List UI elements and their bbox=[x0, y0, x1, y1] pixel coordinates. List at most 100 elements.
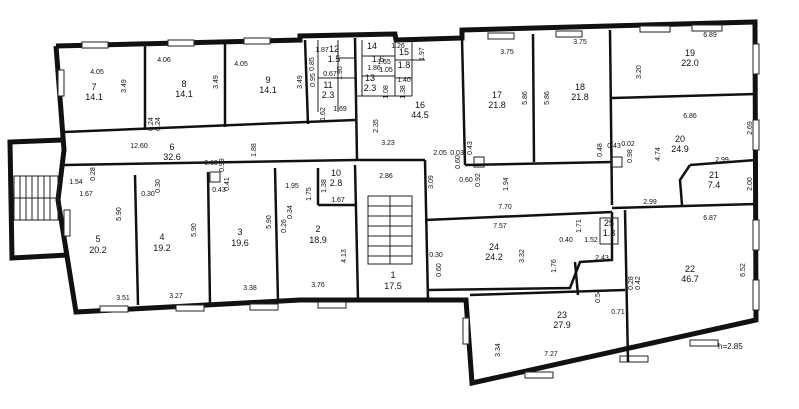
room-number: 18 bbox=[575, 82, 585, 92]
dimension: 4.05 bbox=[234, 61, 248, 68]
exterior-walls bbox=[7, 19, 759, 387]
dimension: 0.99 bbox=[219, 158, 226, 172]
dimension: 3.49 bbox=[121, 79, 128, 93]
room-area: 14.1 bbox=[175, 89, 193, 99]
room-area: 24.9 bbox=[671, 144, 689, 154]
room-number: 23 bbox=[557, 310, 567, 320]
room-number: 4 bbox=[159, 232, 164, 242]
dimension: 3.76 bbox=[311, 282, 325, 289]
room-number: 11 bbox=[323, 80, 332, 90]
dimension: 2.99 bbox=[715, 157, 729, 164]
dimension: 0.34 bbox=[287, 205, 294, 219]
dimension: 1.26 bbox=[391, 43, 405, 50]
interior-walls bbox=[63, 29, 757, 363]
dimension: 1.86 bbox=[367, 65, 381, 72]
room-area: 27.9 bbox=[553, 320, 571, 330]
dimension: 12.60 bbox=[130, 143, 148, 150]
room-number: 1 bbox=[390, 270, 395, 280]
dimension: 1.88 bbox=[251, 143, 258, 157]
ceiling-height-note: h=2.85 bbox=[718, 342, 743, 351]
room-number: 17 bbox=[492, 90, 502, 100]
dimension: 1.38 bbox=[321, 179, 328, 193]
room-number: 22 bbox=[685, 264, 695, 274]
dimension: 2.35 bbox=[373, 119, 380, 133]
dimension: 5.90 bbox=[116, 207, 123, 221]
dimension: 0.43 bbox=[467, 141, 474, 155]
dimension: 6.87 bbox=[703, 215, 717, 222]
room-area: 1.6 bbox=[372, 54, 385, 64]
dimension: 0.67 bbox=[323, 71, 337, 78]
room-area: 17.5 bbox=[384, 281, 402, 291]
room-area: 20.2 bbox=[89, 245, 107, 255]
room-number: 9 bbox=[265, 75, 270, 85]
dimension: 0.40 bbox=[559, 237, 573, 244]
room-area: 46.7 bbox=[681, 274, 699, 284]
room-area: 1.3 bbox=[603, 228, 616, 238]
stairs-left bbox=[13, 175, 59, 221]
dimension: 1.67 bbox=[79, 191, 93, 198]
room-area: 14.1 bbox=[85, 92, 103, 102]
dimension: 1.38 bbox=[400, 85, 407, 99]
dimension: 0.26 bbox=[281, 219, 288, 233]
dimension: 3.27 bbox=[169, 293, 183, 300]
dimension: 3.51 bbox=[116, 295, 130, 302]
room-number: 14 bbox=[367, 41, 377, 51]
windows bbox=[57, 24, 760, 379]
dimension: 3.23 bbox=[381, 140, 395, 147]
dimension: 7.57 bbox=[493, 223, 507, 230]
dimension: 3.49 bbox=[213, 75, 220, 89]
dimension: 3.75 bbox=[573, 39, 587, 46]
dimension: 0.60 bbox=[455, 155, 462, 169]
dimension: 0.71 bbox=[611, 309, 625, 316]
room-area: 19.6 bbox=[231, 238, 249, 248]
dimension: 0.28 bbox=[628, 276, 635, 290]
dimension: 0.30 bbox=[141, 191, 155, 198]
room-number: 2 bbox=[315, 224, 320, 234]
dimension: 1.40 bbox=[397, 77, 411, 84]
room-area: 18.9 bbox=[309, 235, 327, 245]
dimension: 0.60 bbox=[204, 160, 218, 167]
dimension: 4.05 bbox=[90, 69, 104, 76]
dimension: 3.38 bbox=[243, 285, 257, 292]
dimension: 0.42 bbox=[635, 276, 642, 290]
room-number: 6 bbox=[169, 142, 174, 152]
room-number: 5 bbox=[95, 234, 100, 244]
room-number: 16 bbox=[415, 100, 425, 110]
room-number: 3 bbox=[237, 227, 242, 237]
dimension: 0.60 bbox=[436, 263, 443, 277]
room-area: 1.5 bbox=[328, 54, 341, 64]
dimension: 1.54 bbox=[69, 179, 83, 186]
dimension: 1.75 bbox=[306, 187, 313, 201]
room-area: 21.8 bbox=[571, 92, 589, 102]
room-number: 10 bbox=[331, 168, 341, 178]
room-number: 12 bbox=[329, 44, 339, 54]
dimension: 2.43 bbox=[595, 255, 609, 262]
dimension: 7.70 bbox=[498, 204, 512, 211]
dimension: 3.09 bbox=[428, 175, 435, 189]
dimension: 0.41 bbox=[224, 177, 231, 191]
dimension: 2.05 bbox=[433, 150, 447, 157]
room-labels: 1 17.5 2 18.9 3 19.6 4 19.2 5 20.2 6 32.… bbox=[85, 41, 720, 330]
room-number: 7 bbox=[91, 82, 96, 92]
room-area: 22.0 bbox=[681, 58, 699, 68]
dimension: 1.94 bbox=[503, 177, 510, 191]
dimension: 0.43 bbox=[212, 187, 226, 194]
dimension: 0.95 bbox=[310, 73, 317, 87]
dimension: 6.52 bbox=[740, 263, 747, 277]
room-area: 1.8 bbox=[398, 60, 411, 70]
dimension: 0.30 bbox=[429, 252, 443, 259]
dimension: 1.65 bbox=[377, 59, 391, 66]
room-area: 19.2 bbox=[153, 243, 171, 253]
dimension: 1.08 bbox=[383, 85, 390, 99]
dimension: 0.24 bbox=[148, 117, 155, 131]
room-area: 24.2 bbox=[485, 252, 503, 262]
dimension: 1.52 bbox=[584, 237, 598, 244]
dimension: 1.87 bbox=[315, 47, 329, 54]
dimension: 1.95 bbox=[285, 183, 299, 190]
dimension: 5.86 bbox=[522, 91, 529, 105]
room-number: 24 bbox=[489, 242, 499, 252]
room-number: 19 bbox=[685, 48, 695, 58]
dimension: 2.00 bbox=[747, 177, 754, 191]
dimension: 6.89 bbox=[703, 32, 717, 39]
dimension: 1.97 bbox=[419, 47, 426, 61]
